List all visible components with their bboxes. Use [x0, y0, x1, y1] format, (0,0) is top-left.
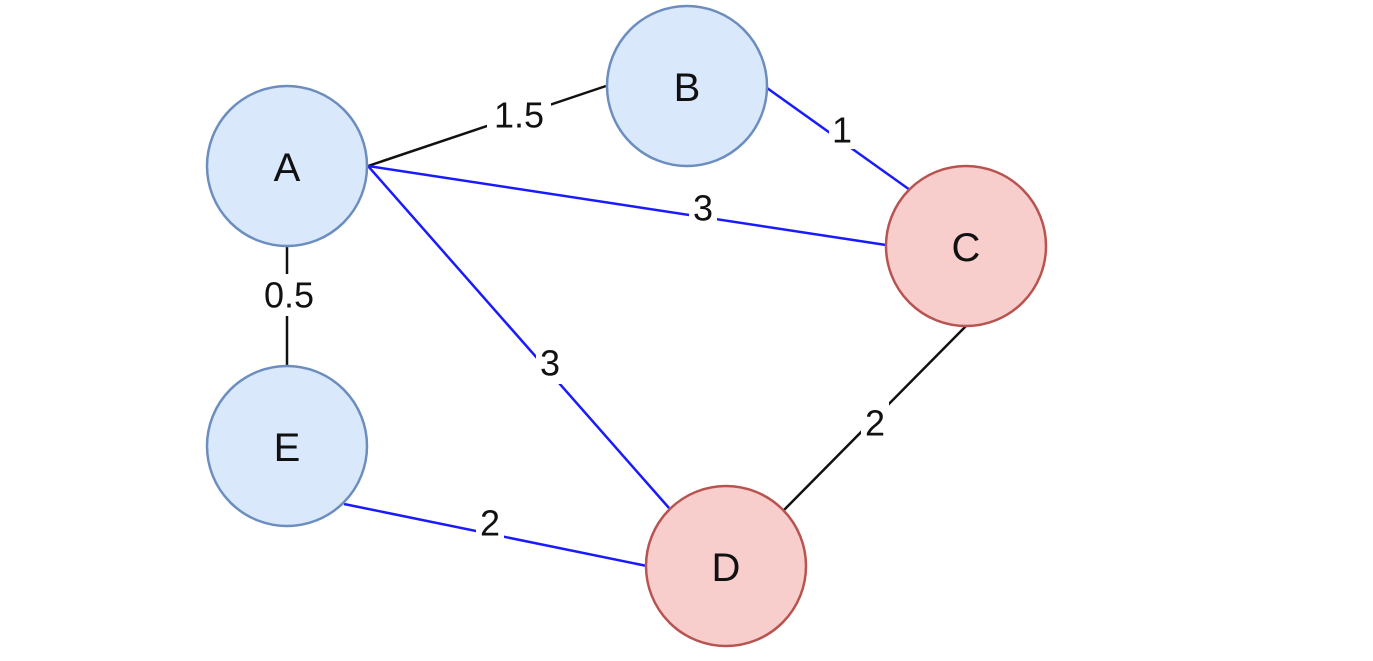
node-circle-b — [605, 4, 769, 168]
node-e: E — [205, 364, 369, 528]
edge-weight-c-d: 2 — [865, 403, 885, 444]
edge-c-d: 2 — [783, 325, 967, 511]
edge-line-a-c — [367, 164, 887, 247]
edge-line-a-d — [367, 165, 670, 509]
edge-label-bg-e-d — [476, 503, 504, 543]
edge-label-bg-a-d — [536, 342, 564, 384]
edge-weight-a-d: 3 — [540, 343, 560, 384]
node-label-c: C — [952, 226, 981, 270]
edge-label-bg-a-e — [258, 274, 320, 316]
node-label-b: B — [674, 66, 701, 110]
edge-e-d: 2 — [343, 503, 648, 568]
edge-a-c: 3 — [367, 164, 887, 247]
node-circle-a — [205, 84, 369, 248]
edge-label-bg-a-c — [689, 189, 717, 227]
edge-weight-e-d: 2 — [480, 503, 500, 544]
node-d: D — [644, 484, 808, 648]
edge-label-bg-b-c — [829, 111, 855, 149]
edge-weight-a-c: 3 — [693, 188, 713, 229]
node-circle-e — [205, 364, 369, 528]
node-circle-d — [644, 484, 808, 648]
node-b: B — [605, 4, 769, 168]
edge-a-d: 3 — [367, 165, 670, 509]
edge-weight-a-b: 1.5 — [494, 95, 544, 136]
node-c: C — [884, 164, 1048, 328]
edge-label-bg-c-d — [861, 402, 889, 444]
node-circle-c — [884, 164, 1048, 328]
edges: 1.5 1 3 3 0.5 2 — [258, 84, 967, 568]
edge-a-b: 1.5 — [367, 84, 607, 168]
edge-a-e: 0.5 — [258, 247, 320, 367]
node-a: A — [205, 84, 369, 248]
nodes: A B C D E — [205, 4, 1048, 648]
node-label-a: A — [274, 146, 301, 190]
edge-weight-a-e: 0.5 — [264, 275, 314, 316]
edge-weight-b-c: 1 — [832, 110, 852, 151]
node-label-e: E — [274, 426, 301, 470]
edge-b-c: 1 — [766, 86, 911, 192]
edge-label-bg-a-b — [487, 96, 551, 134]
node-label-d: D — [712, 546, 741, 590]
